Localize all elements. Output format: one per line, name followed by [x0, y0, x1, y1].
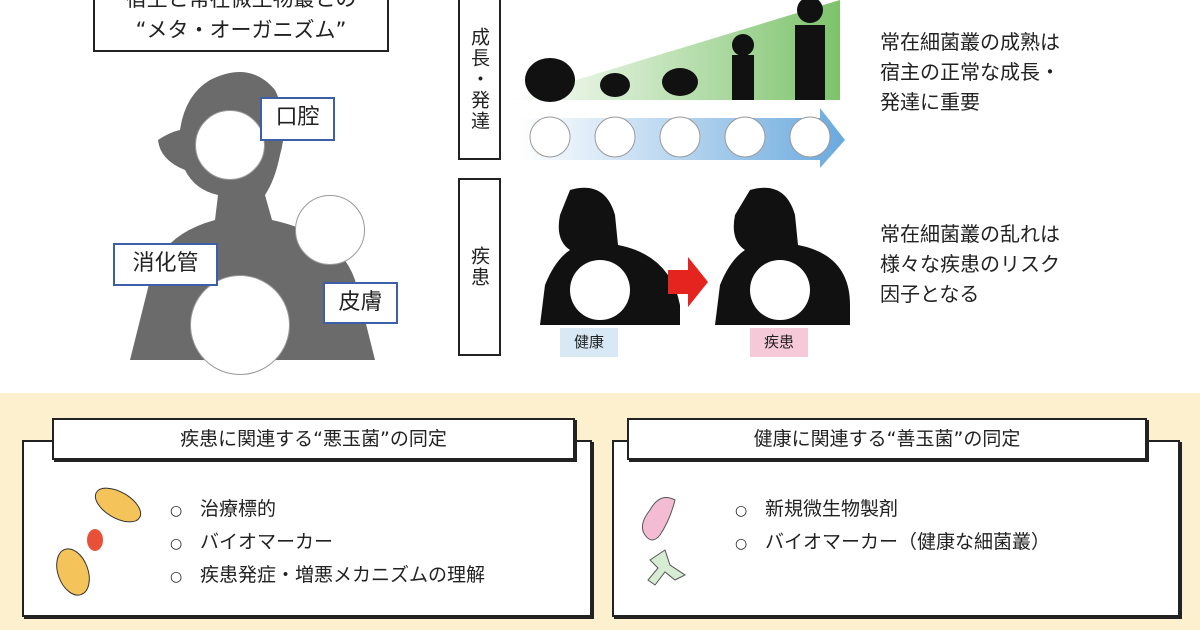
title-line2: “メタ・オーガニズム”: [135, 18, 347, 42]
disease-tag: 疾患: [750, 328, 808, 357]
gut-microbiome-circle: [190, 275, 290, 375]
healthy-tag: 健康: [560, 328, 618, 357]
bullet-icon: ○: [170, 536, 183, 552]
list-item-text: バイオマーカー: [200, 531, 334, 553]
growth-description: 常在細菌叢の成熟は 宿主の正常な成長・ 発達に重要: [880, 27, 1060, 117]
bad-bacteria-icon: [56, 487, 142, 596]
good-bacteria-title: 健康に関連する“善玉菌”の同定: [627, 418, 1147, 460]
disease-desc-line: 因子となる: [880, 282, 980, 306]
disease-graphic: [540, 187, 850, 325]
bullet-icon: ○: [735, 536, 748, 552]
human-silhouette: [130, 72, 375, 360]
growth-desc-line: 宿主の正常な成長・: [880, 60, 1060, 84]
list-item-text: 新規微生物製剤: [765, 498, 899, 520]
bad-bacteria-list: ○ 治療標的 ○ バイオマーカー ○ 疾患発症・増悪メカニズムの理解: [170, 494, 485, 593]
label-gut: 消化管: [113, 243, 218, 286]
skin-microbiome-circle: [295, 195, 365, 265]
bad-bacteria-title: 疾患に関連する“悪玉菌”の同定: [52, 418, 575, 460]
disease-side-label: 疾患: [458, 178, 501, 356]
oral-microbiome-circle: [195, 110, 265, 180]
bullet-icon: ○: [735, 503, 748, 519]
growth-desc-line: 発達に重要: [880, 90, 980, 114]
bad-bacteria-panel: [22, 440, 592, 617]
disease-description: 常在細菌叢の乱れは 様々な疾患のリスク 因子となる: [880, 219, 1060, 309]
list-item-text: 治療標的: [200, 498, 277, 520]
bullet-icon: ○: [170, 569, 183, 585]
disease-desc-line: 様々な疾患のリスク: [880, 252, 1060, 276]
list-item-text: バイオマーカー（健康な細菌叢）: [765, 531, 1051, 553]
list-item: ○ 新規微生物製剤: [735, 494, 1050, 527]
growth-side-label: 成長・発達: [458, 0, 501, 160]
list-item: ○ 疾患発症・増悪メカニズムの理解: [170, 560, 485, 593]
list-item: ○ バイオマーカー: [170, 527, 485, 560]
disease-desc-line: 常在細菌叢の乱れは: [880, 222, 1060, 246]
good-bacteria-icon: [641, 497, 686, 586]
growth-graphic: [510, 0, 845, 168]
bullet-icon: ○: [170, 503, 183, 519]
list-item-text: 疾患発症・増悪メカニズムの理解: [200, 564, 486, 586]
growth-desc-line: 常在細菌叢の成熟は: [880, 30, 1060, 54]
good-bacteria-list: ○ 新規微生物製剤 ○ バイオマーカー（健康な細菌叢）: [735, 494, 1050, 560]
label-skin: 皮膚: [323, 282, 398, 324]
list-item: ○ 治療標的: [170, 494, 485, 527]
label-oral: 口腔: [260, 97, 335, 141]
list-item: ○ バイオマーカー（健康な細菌叢）: [735, 527, 1050, 560]
title-line1: 宿主と常在微生物叢との: [95, 0, 387, 15]
title-box: 宿主と常在微生物叢との “メタ・オーガニズム”: [93, 0, 389, 52]
